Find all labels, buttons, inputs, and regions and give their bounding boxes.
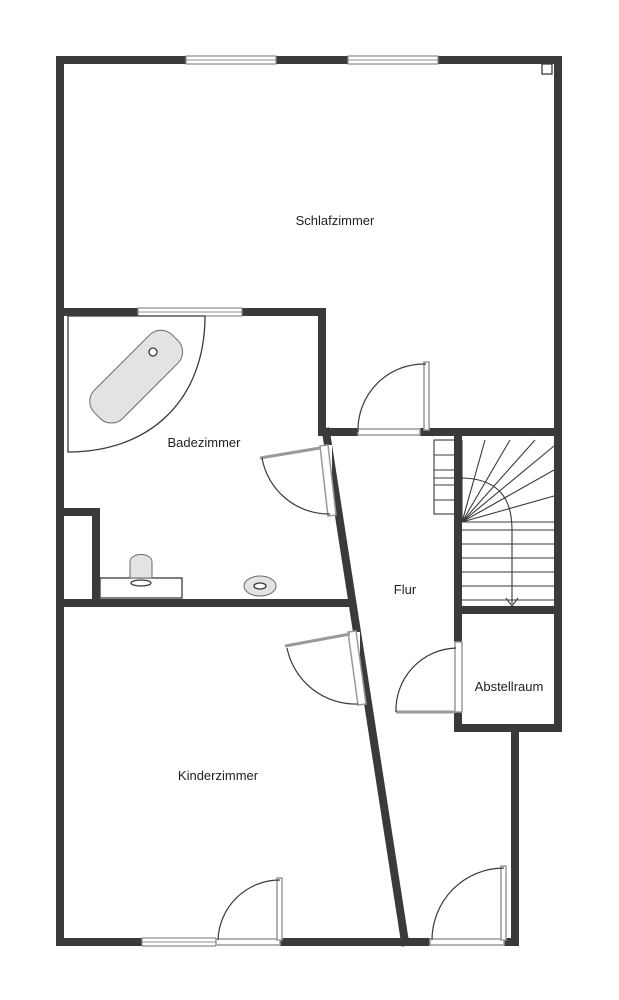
room-label-badezimmer: Badezimmer xyxy=(168,435,242,450)
bathtub xyxy=(67,315,206,453)
window-kinderzimmer xyxy=(141,937,217,947)
room-label-flur: Flur xyxy=(394,582,417,597)
vanity-sink xyxy=(99,554,183,599)
door-kinderzimmer[interactable] xyxy=(284,630,367,706)
window-badezimmer xyxy=(137,307,243,317)
toilet xyxy=(243,575,277,597)
door-abstellraum[interactable] xyxy=(395,641,464,714)
room-label-schlafzimmer: Schlafzimmer xyxy=(296,213,375,228)
room-label-abstellraum: Abstellraum xyxy=(475,679,544,694)
door-badezimmer[interactable] xyxy=(259,444,337,517)
door-flur-bottom[interactable] xyxy=(429,865,507,947)
room-label-kinderzimmer: Kinderzimmer xyxy=(178,768,259,783)
outer-walls xyxy=(56,56,562,946)
door-kinderzimmer-bottom[interactable] xyxy=(215,877,283,947)
staircase xyxy=(433,439,555,607)
window-schlafzimmer-left xyxy=(185,55,277,65)
corner-column xyxy=(541,63,553,75)
window-schlafzimmer-right xyxy=(347,55,439,65)
door-schlafzimmer[interactable] xyxy=(357,361,430,437)
